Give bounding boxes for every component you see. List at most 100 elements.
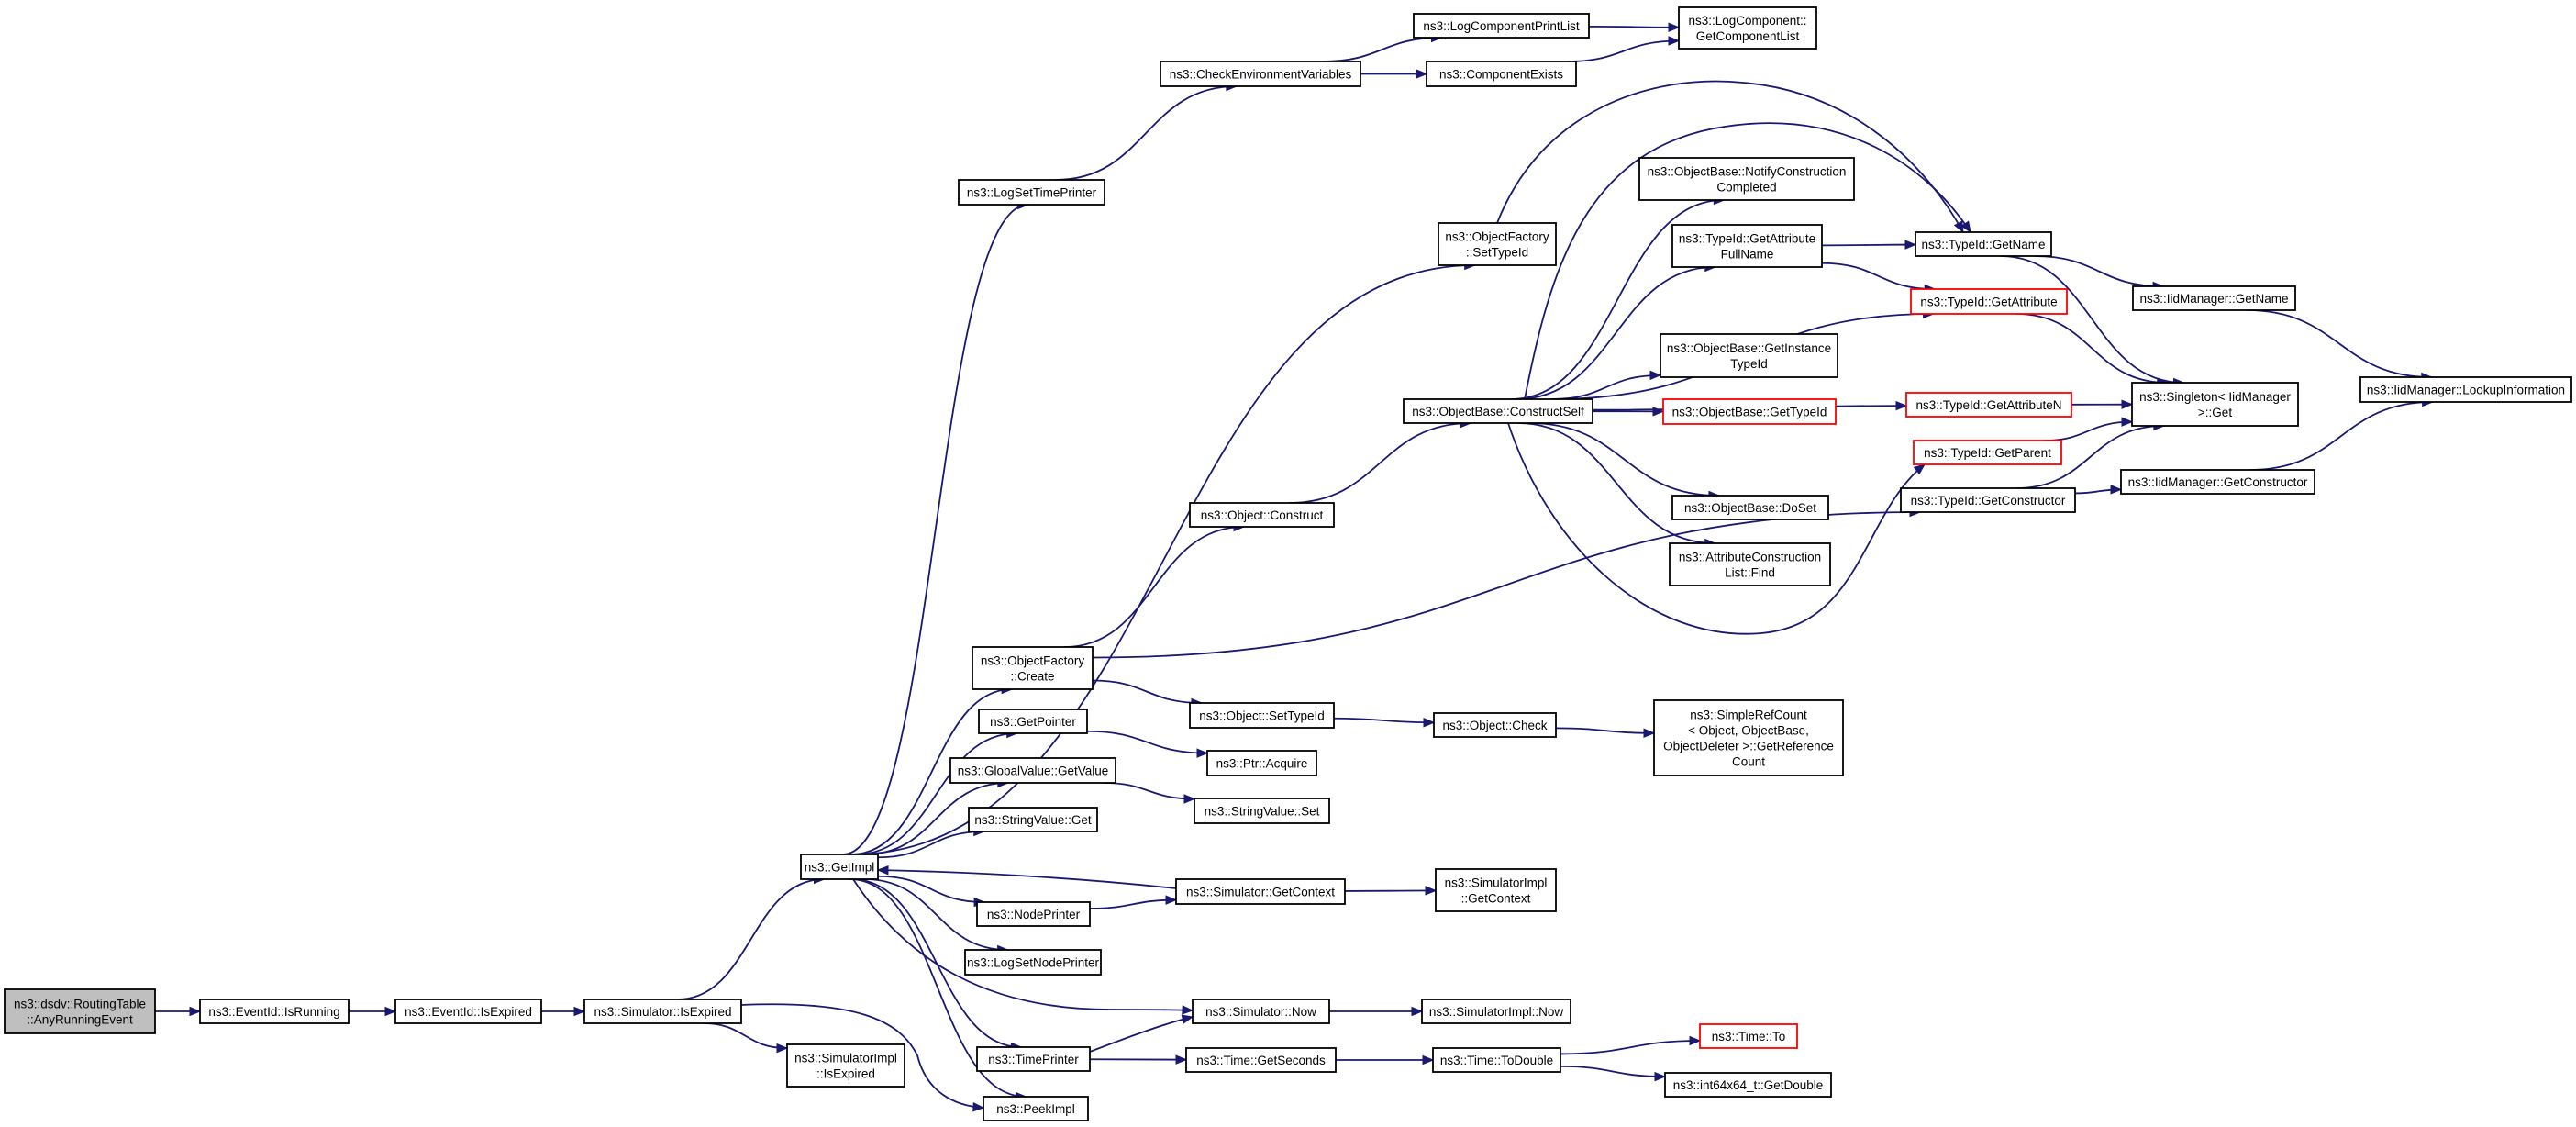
node-box[interactable] (1915, 231, 2052, 257)
node-checkenv[interactable]: ns3::CheckEnvironmentVariables (1160, 61, 1361, 87)
node-box[interactable] (199, 999, 350, 1024)
node-box[interactable] (1913, 440, 2062, 465)
node-box[interactable] (972, 646, 1094, 690)
node-box[interactable] (1905, 392, 2072, 418)
node-objsettypeid[interactable]: ns3::Object::SetTypeId (1189, 702, 1335, 729)
node-box[interactable] (4, 988, 156, 1034)
node-ofsettypeid[interactable]: ns3::ObjectFactory::SetTypeId (1438, 222, 1557, 266)
node-box[interactable] (800, 854, 879, 880)
node-box[interactable] (1185, 1047, 1337, 1073)
node-box[interactable] (1189, 702, 1335, 729)
node-box[interactable] (2131, 382, 2299, 427)
node-ptracquire[interactable]: ns3::Ptr::Acquire (1206, 750, 1317, 776)
node-simimplgetcontext[interactable]: ns3::SimulatorImpl::GetContext (1435, 868, 1557, 912)
node-box[interactable] (1421, 999, 1571, 1024)
node-getimpl[interactable]: ns3::GetImpl (800, 854, 879, 880)
node-box[interactable] (1653, 699, 1844, 776)
node-box[interactable] (1664, 1072, 1832, 1098)
node-notifyconstruct[interactable]: ns3::ObjectBase::NotifyConstructionCompl… (1638, 157, 1855, 201)
node-simimplisexpired[interactable]: ns3::SimulatorImpl::IsExpired (786, 1043, 905, 1088)
node-box[interactable] (1699, 1023, 1798, 1049)
node-box[interactable] (1403, 398, 1593, 424)
node-tgetconstructor[interactable]: ns3::TypeId::GetConstructor (1900, 487, 2076, 513)
node-simplerefcount[interactable]: ns3::SimpleRefCount< Object, ObjectBase,… (1653, 699, 1844, 776)
node-obgettypeid[interactable]: ns3::ObjectBase::GetTypeId (1662, 398, 1837, 425)
node-box[interactable] (1192, 999, 1330, 1024)
node-box[interactable] (1433, 712, 1557, 738)
node-doset[interactable]: ns3::ObjectBase::DoSet (1671, 495, 1829, 520)
node-gvgetvalue[interactable]: ns3::GlobalValue::GetValue (949, 757, 1116, 784)
node-compexists[interactable]: ns3::ComponentExists (1426, 61, 1577, 87)
node-box[interactable] (964, 949, 1102, 976)
node-isrunning[interactable]: ns3::EventId::IsRunning (199, 999, 350, 1024)
node-box[interactable] (1671, 495, 1829, 520)
node-box[interactable] (1669, 542, 1831, 586)
node-box[interactable] (1413, 13, 1590, 39)
node-logsettimeprinter[interactable]: ns3::LogSetTimePrinter (958, 179, 1105, 206)
node-lookupinfo[interactable]: ns3::IidManager::LookupInformation (2359, 376, 2572, 403)
node-singletonget[interactable]: ns3::Singleton< IidManager >::Get (2131, 382, 2299, 427)
node-iidgetconstructor[interactable]: ns3::IidManager::GetConstructor (2120, 469, 2315, 495)
node-timegetseconds[interactable]: ns3::Time::GetSeconds (1185, 1047, 1337, 1073)
node-ofcreate[interactable]: ns3::ObjectFactory::Create (972, 646, 1094, 690)
node-svget[interactable]: ns3::StringValue::Get (968, 807, 1098, 832)
node-box[interactable] (1175, 878, 1346, 905)
node-box[interactable] (976, 901, 1091, 927)
node-box[interactable] (1189, 502, 1335, 528)
node-box[interactable] (1660, 333, 1838, 378)
node-box[interactable] (983, 1096, 1089, 1121)
node-logsetnodeprinter[interactable]: ns3::LogSetNodePrinter (964, 949, 1102, 976)
node-tgetparent[interactable]: ns3::TypeId::GetParent (1913, 440, 2062, 465)
node-eisexpired[interactable]: ns3::EventId::IsExpired (394, 999, 542, 1024)
node-tgetname[interactable]: ns3::TypeId::GetName (1915, 231, 2052, 257)
node-box[interactable] (1438, 222, 1557, 266)
node-getcomplist[interactable]: ns3::LogComponent::GetComponentList (1678, 6, 1817, 50)
node-logcompprintlist[interactable]: ns3::LogComponentPrintList (1413, 13, 1590, 39)
node-box[interactable] (1671, 224, 1823, 268)
node-box[interactable] (2132, 285, 2296, 311)
node-simimplnow[interactable]: ns3::SimulatorImpl::Now (1421, 999, 1571, 1024)
node-box[interactable] (978, 709, 1088, 734)
node-box[interactable] (1638, 157, 1855, 201)
node-nodeprinter[interactable]: ns3::NodePrinter (976, 901, 1091, 927)
node-tgetattribute[interactable]: ns3::TypeId::GetAttribute (1910, 288, 2068, 315)
node-box[interactable] (958, 179, 1105, 206)
node-simisexpired[interactable]: ns3::Simulator::IsExpired (583, 999, 742, 1024)
node-box[interactable] (394, 999, 542, 1024)
node-timeprinter[interactable]: ns3::TimePrinter (976, 1046, 1091, 1072)
node-box[interactable] (1435, 868, 1557, 912)
node-simgetcontext[interactable]: ns3::Simulator::GetContext (1175, 878, 1346, 905)
node-box[interactable] (1662, 398, 1837, 425)
node-root[interactable]: ns3::dsdv::RoutingTable::AnyRunningEvent (4, 988, 156, 1034)
node-box[interactable] (1910, 288, 2068, 315)
node-iidgetname[interactable]: ns3::IidManager::GetName (2132, 285, 2296, 311)
node-peekimpl[interactable]: ns3::PeekImpl (983, 1096, 1089, 1121)
node-box[interactable] (949, 757, 1116, 784)
node-box[interactable] (968, 807, 1098, 832)
node-timeto[interactable]: ns3::Time::To (1699, 1023, 1798, 1049)
node-tgetattributen[interactable]: ns3::TypeId::GetAttributeN (1905, 392, 2072, 418)
node-box[interactable] (1432, 1047, 1561, 1073)
node-timetodouble[interactable]: ns3::Time::ToDouble (1432, 1047, 1561, 1073)
node-box[interactable] (1678, 6, 1817, 50)
node-constructself[interactable]: ns3::ObjectBase::ConstructSelf (1403, 398, 1593, 424)
node-simnow[interactable]: ns3::Simulator::Now (1192, 999, 1330, 1024)
node-box[interactable] (583, 999, 742, 1024)
node-box[interactable] (1160, 61, 1361, 87)
node-box[interactable] (1206, 750, 1317, 776)
node-box[interactable] (1426, 61, 1577, 87)
node-box[interactable] (1194, 798, 1330, 824)
node-svset[interactable]: ns3::StringValue::Set (1194, 798, 1330, 824)
node-box[interactable] (1900, 487, 2076, 513)
node-int64getdouble[interactable]: ns3::int64x64_t::GetDouble (1664, 1072, 1832, 1098)
node-box[interactable] (976, 1046, 1091, 1072)
node-box[interactable] (2120, 469, 2315, 495)
node-construct[interactable]: ns3::Object::Construct (1189, 502, 1335, 528)
node-box[interactable] (2359, 376, 2572, 403)
node-getpointer[interactable]: ns3::GetPointer (978, 709, 1088, 734)
node-box[interactable] (786, 1043, 905, 1088)
node-objcheck[interactable]: ns3::Object::Check (1433, 712, 1557, 738)
